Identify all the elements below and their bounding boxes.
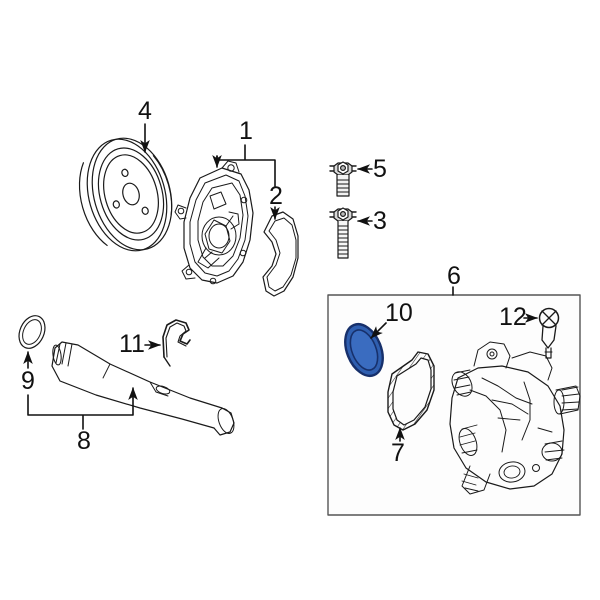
housing-gasket — [387, 351, 435, 431]
callout-label-5: 5 — [373, 155, 387, 183]
callout-label-2: 2 — [269, 182, 283, 210]
callout-label-11: 11 — [119, 330, 145, 358]
callout-label-8: 8 — [77, 427, 91, 455]
tube-o-ring — [18, 315, 46, 349]
bleed-screw — [538, 307, 560, 359]
callout-label-12: 12 — [499, 303, 527, 331]
leader-lines — [23, 123, 538, 442]
callout-label-10: 10 — [385, 299, 413, 327]
callout-label-6: 6 — [447, 262, 461, 290]
water-pump-assembly — [174, 160, 254, 285]
callout-label-9: 9 — [21, 367, 35, 395]
water-pump-pulley — [78, 137, 173, 252]
retaining-clip — [162, 319, 191, 367]
coolant-inlet-tube — [51, 341, 235, 436]
callout-label-1: 1 — [239, 117, 253, 145]
short-bolt — [329, 161, 357, 197]
callout-label-3: 3 — [373, 207, 387, 235]
water-pump-gasket — [262, 211, 299, 297]
long-bolt — [329, 207, 357, 259]
callout-label-7: 7 — [391, 439, 405, 467]
callout-label-4: 4 — [138, 97, 152, 125]
